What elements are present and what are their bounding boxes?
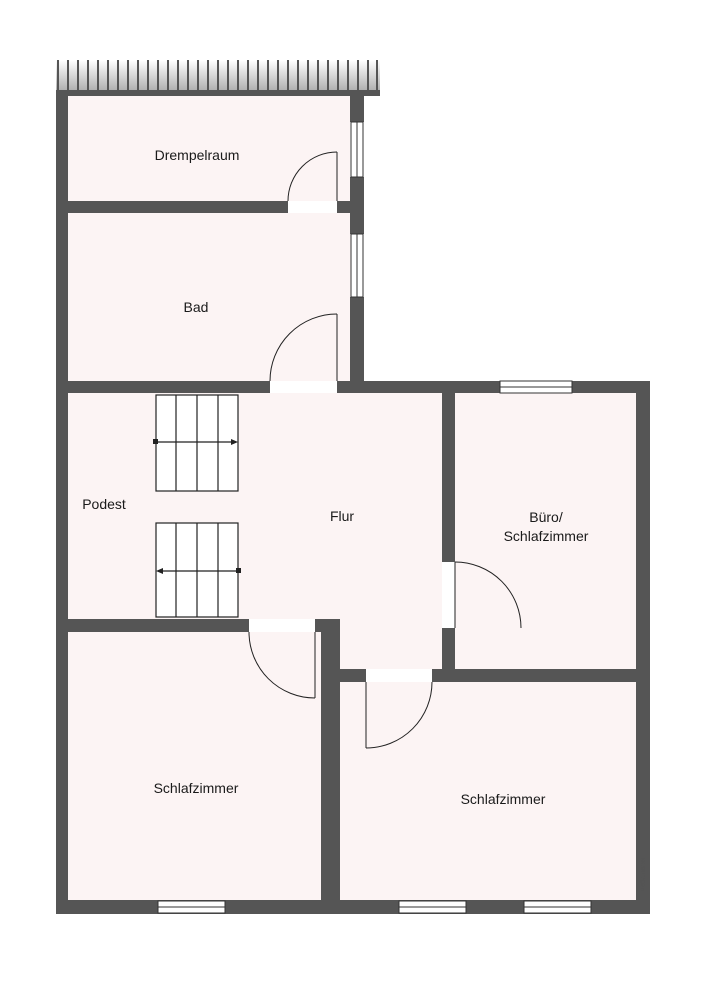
label-bad: Bad [184,299,209,315]
label-podest: Podest [82,496,126,512]
floor-drempelraum [68,95,350,201]
floor-schlafzimmer-left [68,632,321,900]
doors [248,151,522,749]
door-schlafzimmer-right [365,681,433,749]
watermark: McGrundriss [641,858,647,892]
floor-areas [68,95,636,900]
floor-flur-bad-gap [337,213,351,393]
stair-arrow-up [153,439,238,445]
windows [157,121,592,914]
floor-bad [68,213,351,381]
label-buero-line2: Schlafzimmer [504,528,589,544]
window-schlafzimmer-right-2 [523,900,592,914]
floor-schlafzimmer-right [340,682,636,900]
window-schlafzimmer-right-1 [398,900,467,914]
label-drempelraum: Drempelraum [155,147,240,163]
stair-arrow-down [156,568,241,574]
floor-flur [249,393,442,619]
label-buero-line1: Büro/ [529,509,563,525]
window-bad [350,233,364,298]
door-bad [269,313,338,382]
floor-buero [455,393,636,669]
staircase [153,394,241,618]
window-buero [499,380,573,394]
roof-slope-hatching [56,60,380,96]
floor-flur-lower [336,619,442,669]
label-schlafzimmer-right: Schlafzimmer [461,791,546,807]
door-drempelraum [287,151,338,202]
door-buero [454,561,522,629]
room-labels: Drempelraum Bad Podest Flur Büro/ Schlaf… [82,147,589,807]
label-flur: Flur [330,508,354,524]
walls [56,90,650,914]
door-schlafzimmer-left [248,631,316,699]
label-schlafzimmer-left: Schlafzimmer [154,780,239,796]
window-schlafzimmer-left [157,900,226,914]
window-drempelraum [350,121,364,178]
